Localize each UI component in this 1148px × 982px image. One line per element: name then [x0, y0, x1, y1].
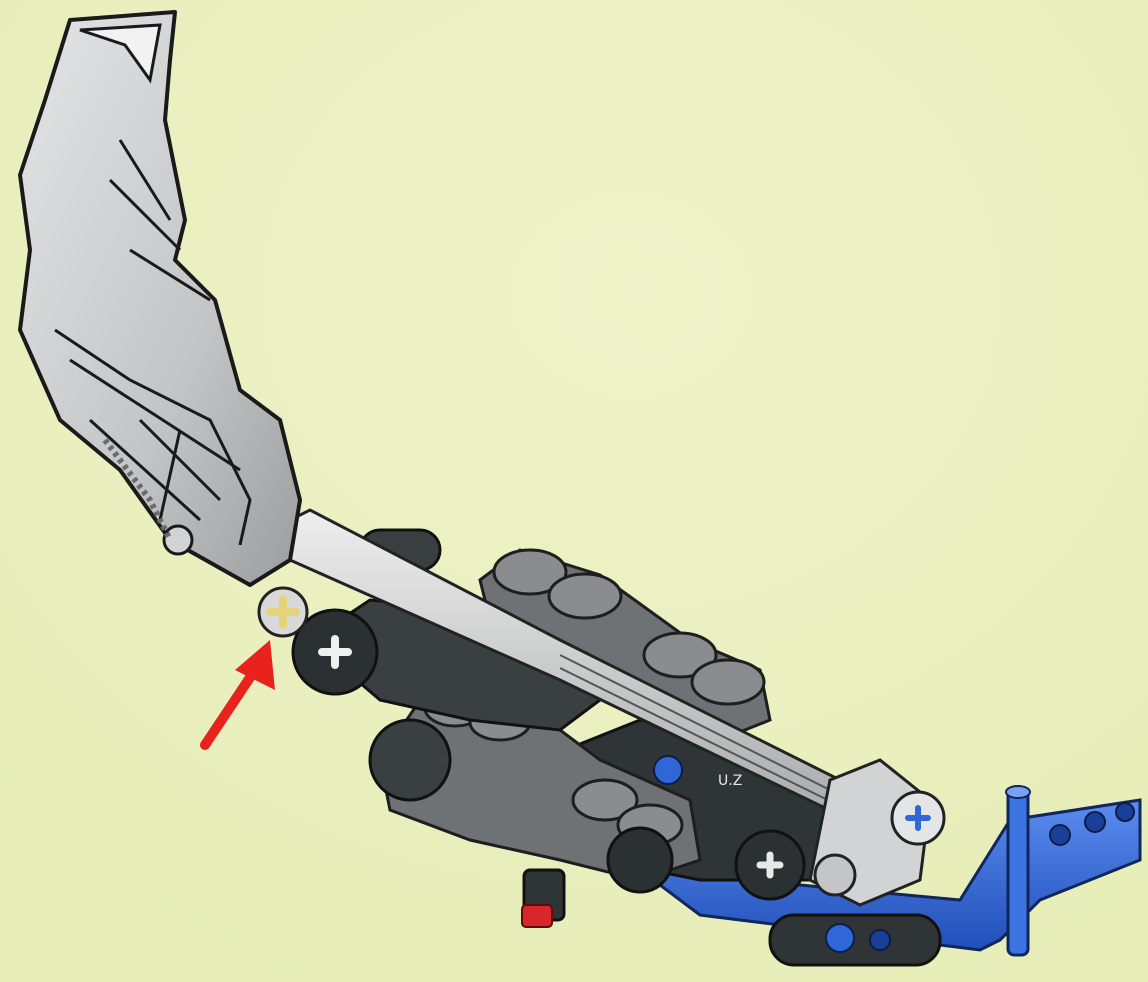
axle-pin-icon [259, 588, 307, 636]
part-marking: U.Z [718, 773, 742, 789]
red-connector [522, 870, 564, 927]
